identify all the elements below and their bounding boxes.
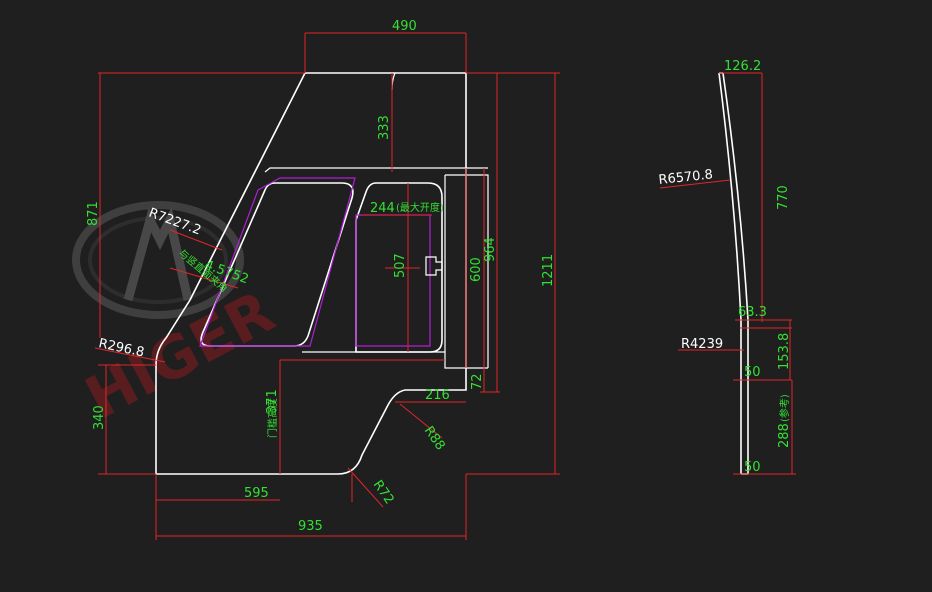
dim-height-871: 871 [86,201,101,226]
front-dimension-lines [94,32,560,540]
dim-height-340: 340 [92,405,107,430]
dim-top-width: 490 [392,19,417,34]
side-dim-radius-mid: R4239 [681,337,723,352]
dim-window-width: 244 [370,201,395,216]
side-profile-outer [718,72,742,474]
dim-height-964: 964 [483,237,498,262]
dim-radius-r88: R88 [421,424,448,454]
dim-width-595: 595 [244,486,269,501]
side-dim-height-288: 288 [777,423,792,448]
door-outline [155,72,467,475]
dim-radius-r72: R72 [370,478,397,508]
side-dim-radius-top: R6570.8 [658,167,714,188]
dim-total-width: 935 [298,519,323,534]
dim-bottom-step: 72 [470,373,485,390]
side-dimension-lines [659,72,796,475]
front-view: 490 333 244 (最大开度) 507 600 964 1211 871 … [86,19,560,540]
left-window-inner [199,177,356,347]
side-dim-height-288-note: (参考) [778,394,791,422]
side-dim-thick-50a: 50 [744,365,761,380]
right-window-inner [355,214,431,347]
dim-bottom-note: 门槛高度 [266,398,279,438]
dim-total-height: 1211 [541,254,556,287]
dim-bottom-value: 371 [265,389,280,414]
dim-inner-height: 507 [393,253,408,278]
side-dim-offset-63: 63.3 [738,305,767,320]
side-dim-top-width: 126.2 [724,59,761,74]
dim-window-height: 600 [469,257,484,282]
dim-window-width-note: (最大开度) [396,201,444,214]
side-dim-height-770: 770 [776,185,791,210]
door-outline-inner [189,72,306,301]
side-dim-height-153: 153.8 [777,333,792,370]
dim-step-width: 216 [425,388,450,403]
side-profile-inner [722,72,749,474]
dim-upper-height: 333 [377,115,392,140]
upper-ledge [264,167,488,173]
right-window [355,182,443,353]
side-dim-thick-50b: 50 [744,460,761,475]
door-latch [425,256,443,276]
side-view: 126.2 R6570.8 770 63.3 R4239 153.8 50 28… [658,59,796,475]
